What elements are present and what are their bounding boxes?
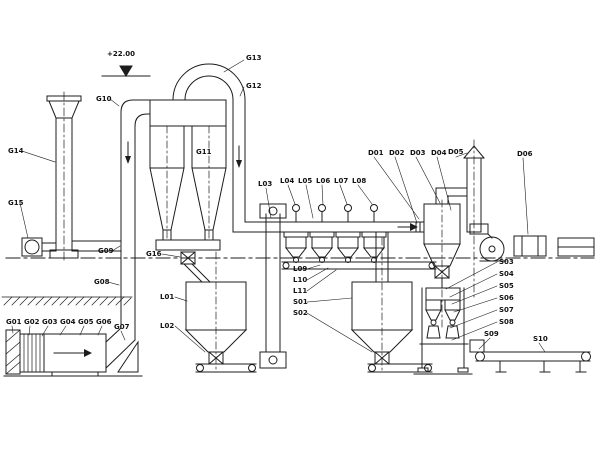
packing-conveyor — [469, 339, 591, 373]
header-valves — [292, 204, 378, 223]
baghouse-hopper — [184, 251, 248, 373]
exhaust-stack — [463, 139, 485, 301]
twin-cyclones — [149, 125, 227, 241]
mill-fan — [469, 223, 507, 262]
bagging-machine — [413, 277, 473, 375]
ground-hatch — [1, 296, 133, 306]
bucket-elevator — [259, 203, 287, 369]
chimney-fan — [21, 237, 57, 257]
elevation-marker — [101, 65, 151, 77]
cyclone-header — [149, 99, 227, 127]
fan-discharge-duct — [71, 240, 122, 252]
baghouse-conveyor — [195, 363, 257, 373]
furnace — [3, 327, 143, 377]
far-right-unit — [557, 237, 595, 257]
collecting-conveyor — [281, 261, 437, 270]
flow-arrows — [84, 156, 418, 357]
drying-column — [120, 99, 151, 341]
cyclone-collector — [155, 229, 221, 283]
top-arc-duct — [172, 63, 246, 233]
product-hopper — [350, 231, 414, 371]
silencer-box — [513, 235, 547, 257]
main-header-duct — [232, 221, 425, 233]
leader-lines — [11, 59, 546, 353]
mill-hopper — [423, 187, 468, 331]
chimney — [46, 91, 82, 263]
